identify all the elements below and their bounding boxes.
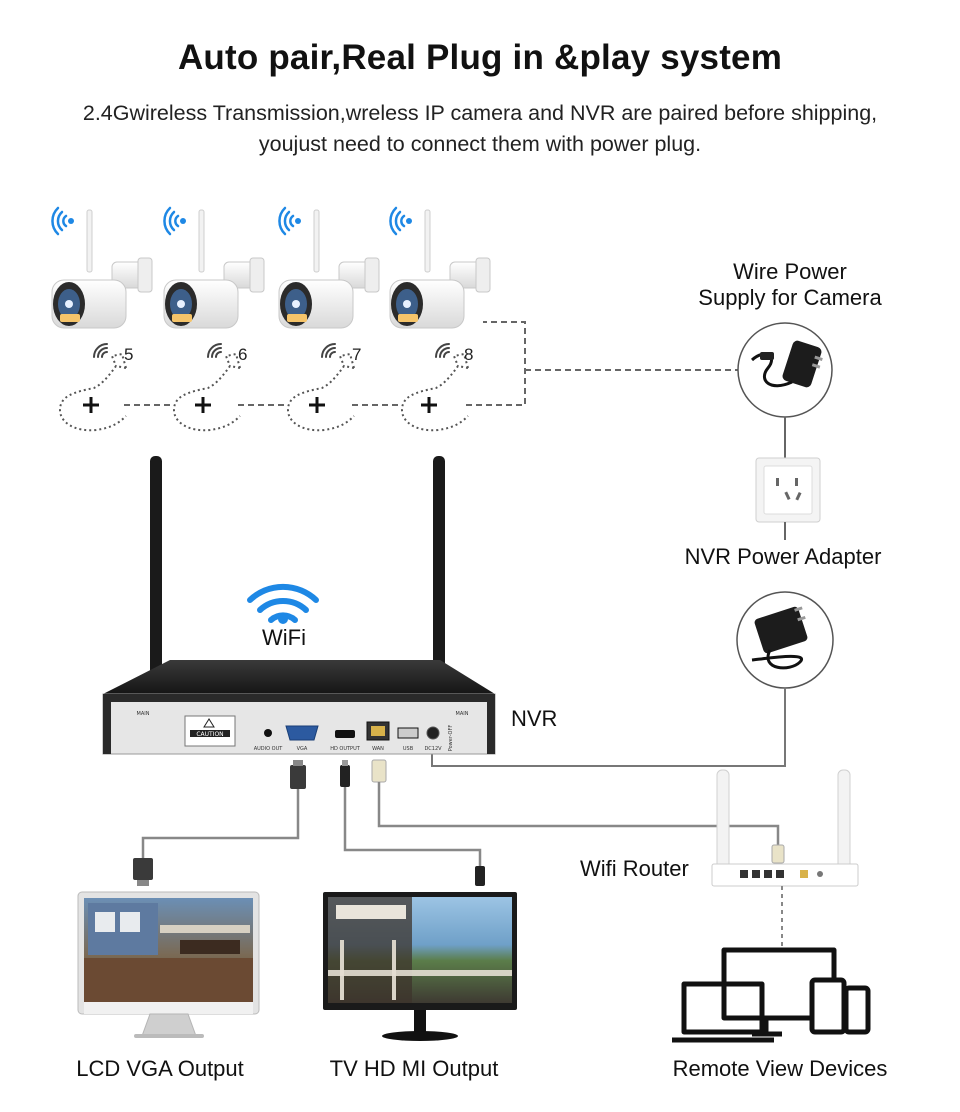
camera-power-supply: [737, 322, 833, 418]
wifi-router-icon: [711, 769, 859, 887]
lan-cable: [377, 782, 780, 845]
camera-2: [163, 206, 265, 329]
page-title: Auto pair,Real Plug in &play system: [177, 38, 783, 77]
remote-devices-icon: [672, 947, 871, 1043]
wifi-signal-icon: [51, 206, 74, 236]
lcd-monitor: [77, 891, 260, 1038]
nvr-dc12v-label: DC12V: [424, 746, 442, 752]
page-subtitle: 2.4Gwireless Transmission,wreless IP cam…: [40, 98, 920, 160]
nvr-power-adapter-label: NVR Power Adapter: [684, 544, 882, 569]
nvr-power-cable: [431, 688, 786, 767]
camera-numbers: 5 6 7 8: [124, 345, 473, 364]
nvr-label: NVR: [511, 706, 558, 731]
camera-1: [51, 206, 153, 329]
subtitle-line-2: youjust need to connect them with power …: [258, 132, 702, 156]
subtitle-line-1: 2.4Gwireless Transmission,wreless IP cam…: [82, 101, 878, 125]
wire-power-label-line1: Wire Power: [733, 259, 847, 284]
nvr-device: CAUTION MAIN MAIN AUDIO OUT VGA HD OUTPU…: [102, 456, 496, 755]
lan-connector: [371, 759, 387, 783]
camera-power-dashed-lines: [124, 321, 740, 406]
nvr-vga-label: VGA: [297, 746, 308, 752]
pair-icon-5: [58, 352, 127, 432]
hdmi-cable: [343, 787, 482, 866]
nvr-hd-output-label: HD OUTPUT: [330, 746, 361, 752]
wifi-icon: [247, 583, 319, 624]
nvr-power-adapter-icon: [736, 591, 834, 689]
nvr-antenna-left: [150, 456, 162, 706]
vga-plug: [133, 858, 153, 886]
nvr-main-left-label: MAIN: [137, 711, 150, 717]
nvr-main-right-label: MAIN: [456, 711, 469, 717]
camera-3: [278, 206, 380, 329]
camera-4: [389, 206, 491, 329]
camera-number-8: 8: [464, 345, 473, 364]
nvr-power-label: Power-OFF: [448, 725, 454, 752]
pair-icon-7: [286, 352, 355, 432]
lan-plug: [771, 844, 785, 864]
camera-number-5: 5: [124, 345, 133, 364]
nvr-wan-label: WAN: [372, 746, 384, 752]
camera-number-7: 7: [352, 345, 361, 364]
remote-view-devices-label: Remote View Devices: [672, 1056, 888, 1081]
wifi-signal-icon: [389, 206, 412, 236]
tv-monitor: [323, 892, 517, 1041]
nvr-audio-out-label: AUDIO OUT: [254, 746, 284, 752]
pair-icon-8: [400, 352, 469, 432]
wifi-label: WiFi: [262, 625, 306, 650]
hdmi-connector: [340, 760, 350, 787]
wall-socket-icon: [755, 457, 821, 523]
pair-icon-6: [172, 352, 241, 432]
wifi-signal-icon: [278, 206, 301, 236]
caution-label: CAUTION: [196, 731, 223, 738]
plus-icons: [83, 397, 437, 413]
nvr-usb-label: USB: [403, 746, 414, 752]
pairing-icons: [58, 352, 469, 432]
lcd-vga-output-label: LCD VGA Output: [76, 1056, 244, 1081]
wifi-router-label: Wifi Router: [580, 856, 689, 881]
vga-connector: [290, 760, 306, 789]
wire-power-label-line2: Supply for Camera: [698, 285, 882, 310]
hdmi-plug: [475, 866, 485, 886]
wire-power-label: Wire Power Supply for Camera: [690, 259, 890, 311]
wifi-signal-icon: [163, 206, 186, 236]
camera-number-6: 6: [238, 345, 247, 364]
vga-cable: [141, 789, 300, 858]
nvr-antenna-right: [433, 456, 445, 706]
tv-hdmi-output-label: TV HD MI Output: [329, 1056, 499, 1081]
small-signal-icons: [93, 343, 450, 358]
